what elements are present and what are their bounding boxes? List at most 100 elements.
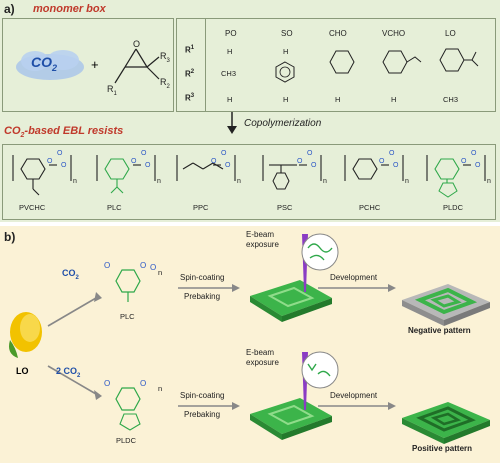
process-arrows <box>178 284 396 410</box>
table-divider <box>205 19 206 111</box>
vinylcyclohexane-ring-icon <box>382 50 422 74</box>
polymer-label-pldc: PLDC <box>443 203 464 212</box>
positive-pattern-label: Positive pattern <box>412 444 473 453</box>
spin-bottom: Spin-coating <box>180 391 225 400</box>
header-cho: CHO <box>329 29 347 38</box>
cyclohexane-ring-icon <box>329 50 355 74</box>
co2-label: CO2 <box>31 54 58 73</box>
panel-a: a) monomer box CO2 + O R1 R2 R3 PO SO <box>0 0 500 222</box>
svg-text:O: O <box>311 162 317 169</box>
svg-text:n: n <box>405 178 409 185</box>
svg-text:O: O <box>57 150 63 157</box>
lo-label: LO <box>16 366 29 376</box>
pldc-n: n <box>158 384 163 393</box>
svg-text:O: O <box>145 162 151 169</box>
svg-text:O: O <box>389 150 395 157</box>
svg-text:O: O <box>104 379 110 388</box>
svg-text:O: O <box>104 261 110 270</box>
development-top: Development <box>330 273 378 282</box>
lo-r3: CH3 <box>443 95 459 104</box>
monomer-box-left: CO2 + O R1 R2 R3 <box>2 18 174 112</box>
copolymerization-label: Copolymerization <box>244 118 322 129</box>
row-label-r2: R2 <box>185 69 195 79</box>
polymer-label-ppc: PPC <box>193 203 209 212</box>
svg-text:O: O <box>307 150 313 157</box>
svg-text:O: O <box>133 39 140 49</box>
co2-bottom-label: 2 CO2 <box>56 366 81 379</box>
svg-text:n: n <box>487 178 491 185</box>
epoxide-structure: O <box>114 39 160 84</box>
svg-text:O: O <box>225 162 231 169</box>
svg-text:O: O <box>475 162 481 169</box>
po-r1: H <box>227 47 233 56</box>
svg-text:O: O <box>461 158 467 165</box>
svg-text:O: O <box>221 150 227 157</box>
svg-text:O: O <box>393 162 399 169</box>
svg-text:O: O <box>150 263 156 272</box>
prebake-bottom: Prebaking <box>184 410 221 419</box>
plc-label: PLC <box>120 312 135 321</box>
row-label-r3: R3 <box>185 93 195 103</box>
plus-sign: + <box>91 57 99 72</box>
po-r2: CH3 <box>221 69 237 78</box>
monomer-table: PO SO CHO VCHO LO R1 R2 R3 H H CH3 H H H… <box>176 18 496 112</box>
svg-text:O: O <box>140 261 146 270</box>
polymer-label-pchc: PCHC <box>359 203 381 212</box>
vcho-r3: H <box>391 95 397 104</box>
header-lo: LO <box>445 29 456 38</box>
svg-text:O: O <box>141 150 147 157</box>
svg-text:O: O <box>379 158 385 165</box>
polymer-label-psc: PSC <box>277 203 293 212</box>
r1-label: R1 <box>107 84 117 97</box>
monomer-box-title: monomer box <box>33 3 106 15</box>
svg-text:O: O <box>211 158 217 165</box>
positive-pattern-wafer <box>402 402 490 444</box>
po-r3: H <box>227 95 233 104</box>
panel-b: b) LO CO2 2 CO2 O O O n PLC O O n PLDC <box>0 226 500 463</box>
panel-b-label: b) <box>4 230 16 244</box>
limonene-ring-icon <box>439 48 479 72</box>
branch-arrows <box>47 292 102 400</box>
svg-text:O: O <box>47 158 53 165</box>
co2-cloud-icon <box>16 50 84 80</box>
wafer-exposure-bottom <box>250 351 339 440</box>
ebeam-top-2: exposure <box>246 240 279 249</box>
svg-text:O: O <box>61 162 67 169</box>
svg-text:O: O <box>131 158 137 165</box>
pldc-structure: O O <box>104 379 146 431</box>
panel-a-label: a) <box>4 2 15 16</box>
lemon-icon <box>9 312 42 358</box>
r3-label: R3 <box>160 51 170 64</box>
ebeam-bottom-2: exposure <box>246 358 279 367</box>
so-r3: H <box>283 95 289 104</box>
negative-pattern-label: Negative pattern <box>408 326 471 335</box>
plc-structure: O O O <box>104 261 156 302</box>
cho-r3: H <box>335 95 341 104</box>
ebeam-top-1: E-beam <box>246 230 275 239</box>
prebake-top: Prebaking <box>184 292 221 301</box>
svg-text:O: O <box>140 379 146 388</box>
svg-text:n: n <box>73 178 77 185</box>
resists-title: CO2-based EBL resists <box>4 125 124 140</box>
negative-pattern-wafer <box>402 284 490 326</box>
pldc-label: PLDC <box>116 436 137 445</box>
header-vcho: VCHO <box>382 29 406 38</box>
development-bottom: Development <box>330 391 378 400</box>
svg-text:O: O <box>471 150 477 157</box>
so-r1: H <box>283 47 289 56</box>
row-label-r1: R1 <box>185 45 195 55</box>
svg-text:O: O <box>297 158 303 165</box>
spin-top: Spin-coating <box>180 273 225 282</box>
wafer-exposure-top <box>250 233 339 322</box>
plc-n: n <box>158 268 163 277</box>
co2-top-label: CO2 <box>62 268 79 281</box>
svg-text:n: n <box>157 178 161 185</box>
phenyl-ring-icon <box>275 61 295 83</box>
